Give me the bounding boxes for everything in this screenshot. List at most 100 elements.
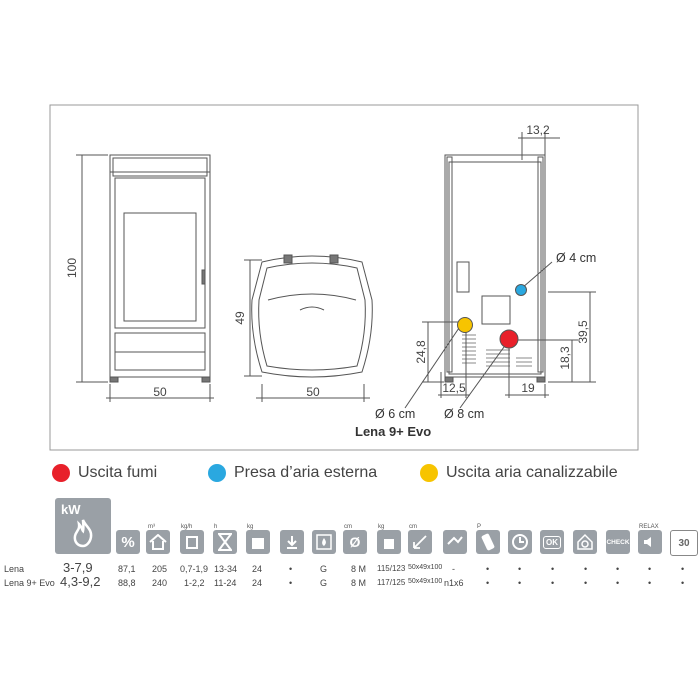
row-c3: - (452, 564, 455, 574)
top-view (244, 254, 373, 402)
row-g: G (320, 564, 328, 574)
row-c6: • (551, 578, 555, 588)
flame-frame-icon (312, 530, 336, 554)
kgh-label: kg/h (181, 524, 193, 530)
row-efficiency: 87,1 (118, 564, 136, 574)
row-c10: • (681, 578, 685, 588)
download-icon (280, 530, 304, 554)
house-volume-icon (146, 530, 170, 554)
dim-back-aux-height: 18,3 (558, 346, 572, 370)
row-c8: • (616, 564, 620, 574)
kw-label: kW (61, 502, 81, 517)
technical-drawing: 100 50 49 50 (49, 104, 639, 451)
spiral-house-icon (573, 530, 597, 554)
dim-back-bottom-right: 19 (521, 381, 535, 395)
flue-outlet-marker (499, 329, 519, 349)
row-weight: 115/123 (377, 564, 406, 573)
dim-back-flue-height: 39,5 (576, 320, 590, 344)
kg-label: kg (247, 524, 254, 530)
callout-flue: Ø 8 cm (444, 407, 484, 421)
row-model: Lena (4, 564, 25, 574)
h-label: h (214, 524, 218, 530)
dim-back-bottom-left: 12,5 (442, 381, 466, 395)
ok-icon: OK (540, 530, 564, 554)
row-model: Lena 9+ Evo (4, 578, 55, 588)
channel-outlet-marker (457, 317, 473, 333)
legend-item-flue: Uscita fumi (52, 462, 157, 484)
p-label: P (477, 524, 482, 530)
row-c5: • (518, 564, 522, 574)
dim-top-width: 50 (306, 385, 320, 399)
row-diam: 8 M (351, 564, 367, 574)
row-g: G (320, 578, 328, 588)
row-bullet: • (289, 564, 293, 574)
row-c6: • (551, 564, 555, 574)
legend-item-channel-outlet: Uscita aria canalizzabile (420, 462, 618, 484)
cm2-label: cm (409, 524, 417, 530)
flame-icon (73, 519, 93, 548)
hourglass-icon (213, 530, 237, 554)
row-weight: 117/125 (377, 578, 406, 587)
legend-label: Uscita aria canalizzabile (446, 464, 618, 481)
kg2-label: kg (378, 524, 385, 530)
dim-front-height: 100 (65, 258, 79, 278)
remote-icon (476, 530, 500, 554)
percent-icon: % (116, 530, 140, 554)
row-capacity: 24 (252, 578, 263, 588)
drawing-frame (49, 104, 639, 451)
relax-label: RELAX (639, 524, 659, 530)
row-power: 4,3-9,2 (60, 574, 101, 589)
callout-channel-outlet: Ø 6 cm (375, 407, 415, 421)
pellet-bag-icon (246, 530, 270, 554)
dim-back-left-height: 24,8 (414, 340, 428, 364)
kw-flame-icon: kW (55, 498, 111, 554)
legend-item-air-intake: Presa d’aria esterna (208, 462, 377, 484)
row-volume: 240 (152, 578, 168, 588)
row-c9: • (648, 578, 652, 588)
back-view (404, 132, 596, 409)
legend-label: Uscita fumi (78, 464, 158, 481)
dim-front-width: 50 (153, 385, 167, 399)
row-c7: • (584, 564, 588, 574)
row-c8: • (616, 578, 620, 588)
row-volume: 205 (152, 564, 168, 574)
cm-diam-label: cm (344, 524, 352, 530)
legend: Uscita fumi Presa d’aria esterna Uscita … (0, 452, 700, 492)
red-dot-icon (52, 464, 70, 482)
blue-dot-icon (208, 464, 226, 482)
row-size: 50x49x100 (408, 578, 443, 585)
row-efficiency: 88,8 (118, 578, 136, 588)
row-c7: • (584, 578, 588, 588)
row-consumption: 0,7-1,9 (180, 564, 209, 574)
row-bullet: • (289, 578, 293, 588)
row-c10: • (681, 564, 685, 574)
row-c4: • (486, 578, 490, 588)
row-autonomy: 13-34 (214, 564, 238, 574)
dim-back-top-offset: 13,2 (526, 123, 550, 137)
yellow-dot-icon (420, 464, 438, 482)
row-size: 50x49x100 (408, 564, 443, 571)
ducting-icon (443, 530, 467, 554)
row-c9: • (648, 564, 652, 574)
legend-label: Presa d’aria esterna (234, 464, 378, 481)
consumption-icon (180, 530, 204, 554)
row-power: 3-7,9 (63, 560, 93, 575)
thirty-icon: 30 (670, 530, 698, 556)
check-icon: CHECK (606, 530, 630, 554)
timer-icon (508, 530, 532, 554)
diameter-icon: Ø (343, 530, 367, 554)
row-autonomy: 11-24 (214, 578, 237, 588)
row-c5: • (518, 578, 522, 588)
row-c3: n1x6 (444, 578, 464, 588)
row-capacity: 24 (252, 564, 263, 574)
row-diam: 8 M (351, 578, 367, 588)
air-intake-marker (515, 284, 527, 296)
front-view (76, 154, 214, 402)
callout-model-note: Lena 9+ Evo (355, 424, 431, 439)
callout-air-intake: Ø 4 cm (556, 251, 596, 265)
relax-sound-icon (638, 530, 662, 554)
row-consumption: 1-2,2 (184, 578, 205, 588)
row-c4: • (486, 564, 490, 574)
dim-top-depth: 49 (233, 311, 247, 325)
weight-icon (377, 530, 401, 554)
